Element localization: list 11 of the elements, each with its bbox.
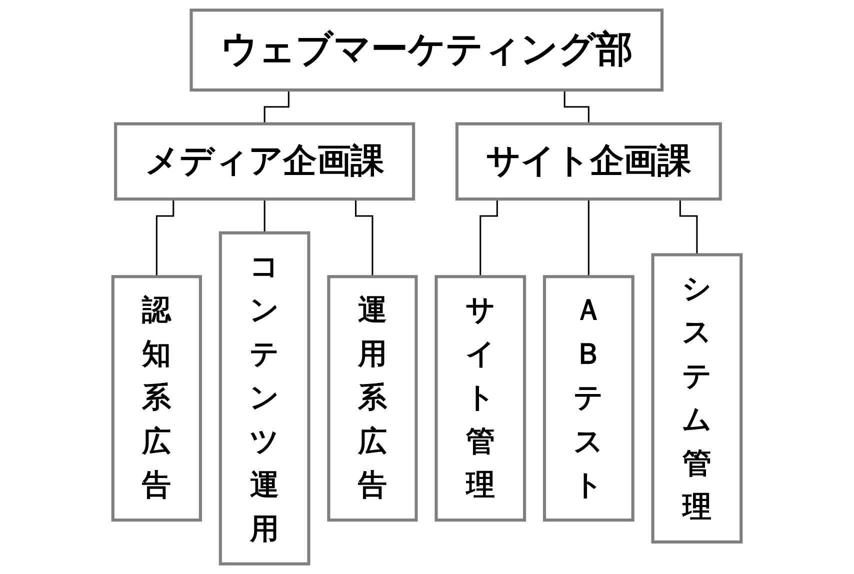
node-box: ＡＢテスト xyxy=(542,275,634,522)
node-box: サイト企画課 xyxy=(455,122,722,201)
node-box: システム管理 xyxy=(651,253,743,544)
node-box: コンテンツ運用 xyxy=(218,231,310,566)
node-box: メディア企画課 xyxy=(114,122,416,201)
connector xyxy=(588,198,590,278)
node-box: ウェブマーケティング部 xyxy=(190,8,664,92)
node-box: 認知系広告 xyxy=(111,275,202,522)
node-box: サイト管理 xyxy=(434,275,526,522)
node-box: 運用系広告 xyxy=(327,275,418,522)
connector xyxy=(264,198,266,234)
